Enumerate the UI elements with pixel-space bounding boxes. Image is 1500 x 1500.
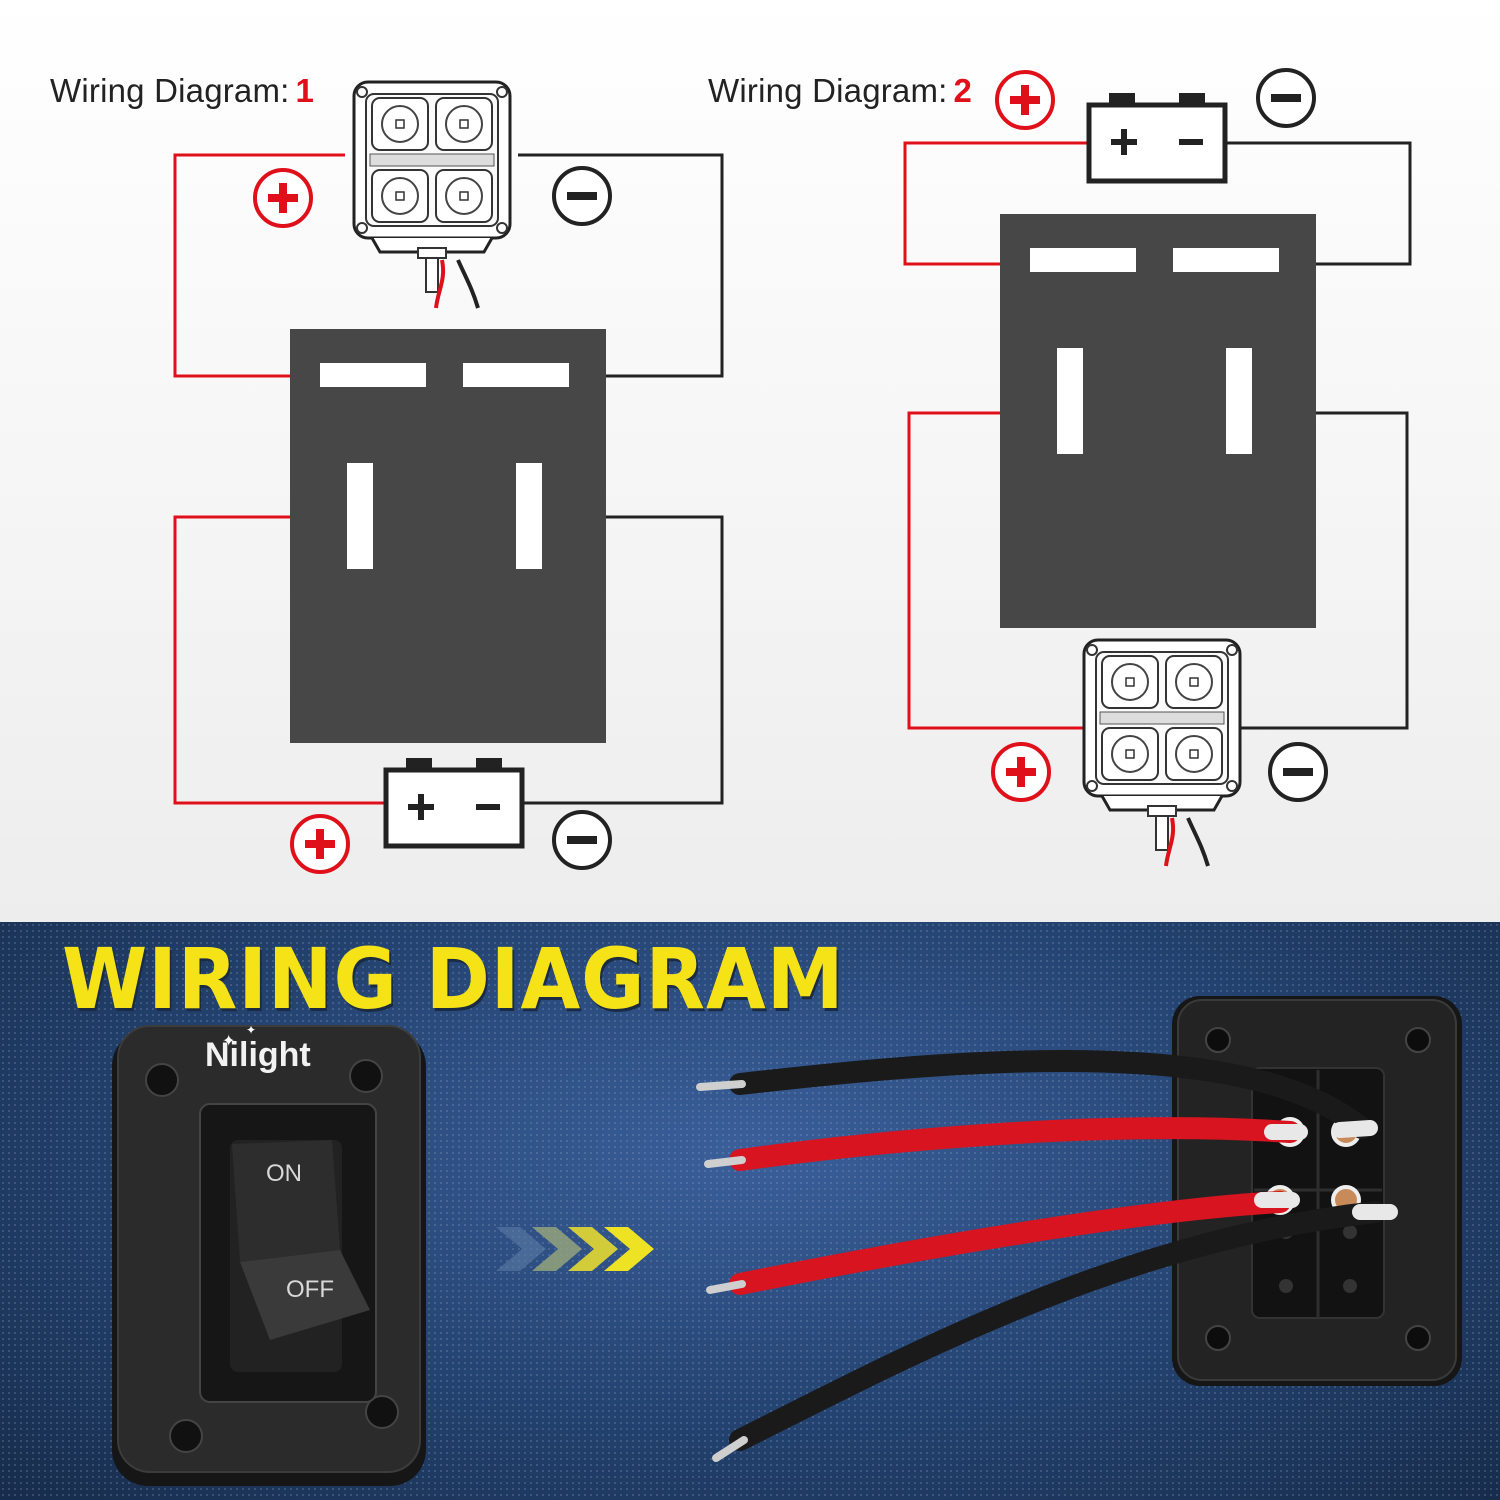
diagram2-rocker-switch [1000, 214, 1316, 628]
diagram2-title-prefix: Wiring Diagram: [708, 72, 948, 109]
diagram2-title: Wiring Diagram:2 [708, 72, 972, 110]
diagram2-title-number: 2 [953, 72, 973, 109]
diagram1-minus-icon [552, 166, 612, 226]
diagram1-battery-plus-icon [290, 814, 350, 874]
lead-wires [696, 1050, 1398, 1462]
svg-text:✦: ✦ [246, 1023, 256, 1037]
switch-product-back [1172, 996, 1462, 1386]
diagram2-battery-minus-icon [1256, 68, 1316, 128]
diagram2-battery-plus-icon [995, 70, 1055, 130]
switch-off-label: OFF [286, 1276, 334, 1303]
diagram2-plus-icon [991, 742, 1051, 802]
diagram1-wires [173, 153, 724, 805]
diagram1-title-prefix: Wiring Diagram: [50, 72, 290, 109]
diagram2-minus-icon [1268, 742, 1328, 802]
brand-logo: Nilight [205, 1036, 311, 1074]
diagram2-battery [1089, 93, 1225, 181]
diagram2-wires [903, 141, 1412, 730]
diagram1-led-pod-light [352, 80, 512, 310]
switch-on-label: ON [266, 1160, 302, 1187]
diagram1-battery-minus-icon [552, 810, 612, 870]
diagram1-title: Wiring Diagram:1 [50, 72, 314, 110]
svg-text:✦: ✦ [222, 1033, 235, 1050]
banner-headline: WIRING DIAGRAM [62, 930, 845, 1028]
diagram1-battery [386, 758, 522, 846]
switch-product-front: ✦ ✦ [112, 1023, 426, 1486]
diagram2-led-pod-light [1082, 638, 1242, 868]
arrow-chevrons-icon [496, 1227, 654, 1271]
diagram1-title-number: 1 [295, 72, 315, 109]
diagram1-rocker-switch [290, 329, 606, 743]
diagram1-plus-icon [253, 168, 313, 228]
